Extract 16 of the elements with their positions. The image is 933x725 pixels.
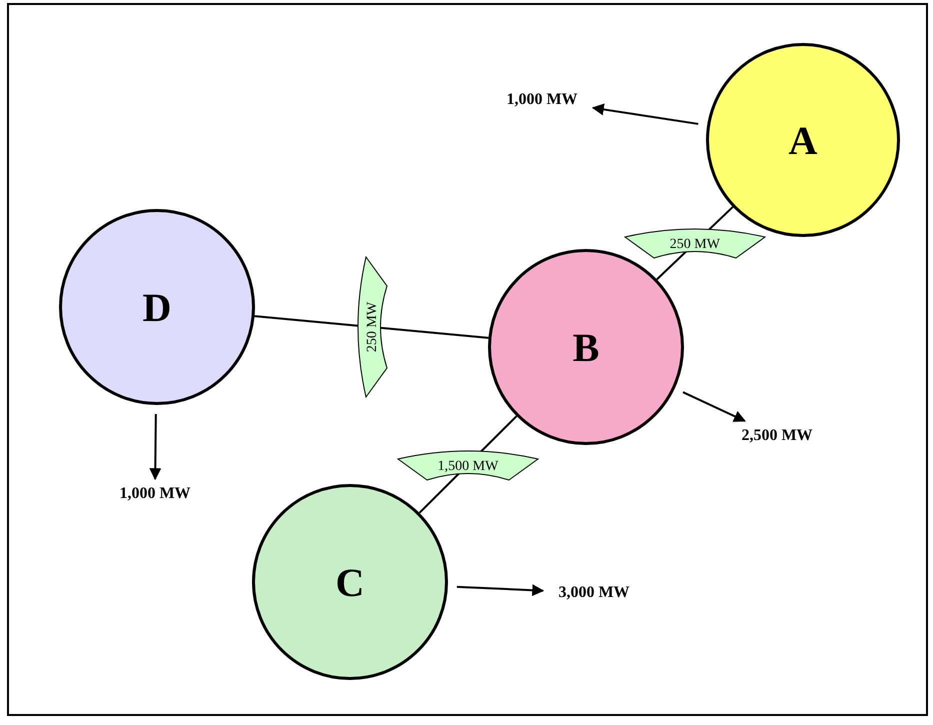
arrow: [592, 104, 698, 125]
power-value: 2,500 MW: [730, 425, 824, 447]
power-value: 1,000 MW: [108, 483, 202, 505]
power-value: 1,000 MW: [495, 89, 589, 111]
edge-label: 250 MW: [356, 256, 388, 398]
node-letter: C: [336, 558, 364, 606]
arrow: [456, 584, 544, 596]
node-letter: A: [788, 116, 818, 164]
power-value: 3,000 MW: [547, 582, 641, 604]
edge-label: 1,500 MW: [397, 448, 539, 480]
node-letter: D: [142, 284, 172, 330]
arrow: [682, 391, 746, 422]
node-letter: B: [572, 324, 600, 370]
edge-label: 250 MW: [624, 227, 766, 260]
arrow: [149, 414, 162, 480]
connector-line: [254, 315, 489, 339]
